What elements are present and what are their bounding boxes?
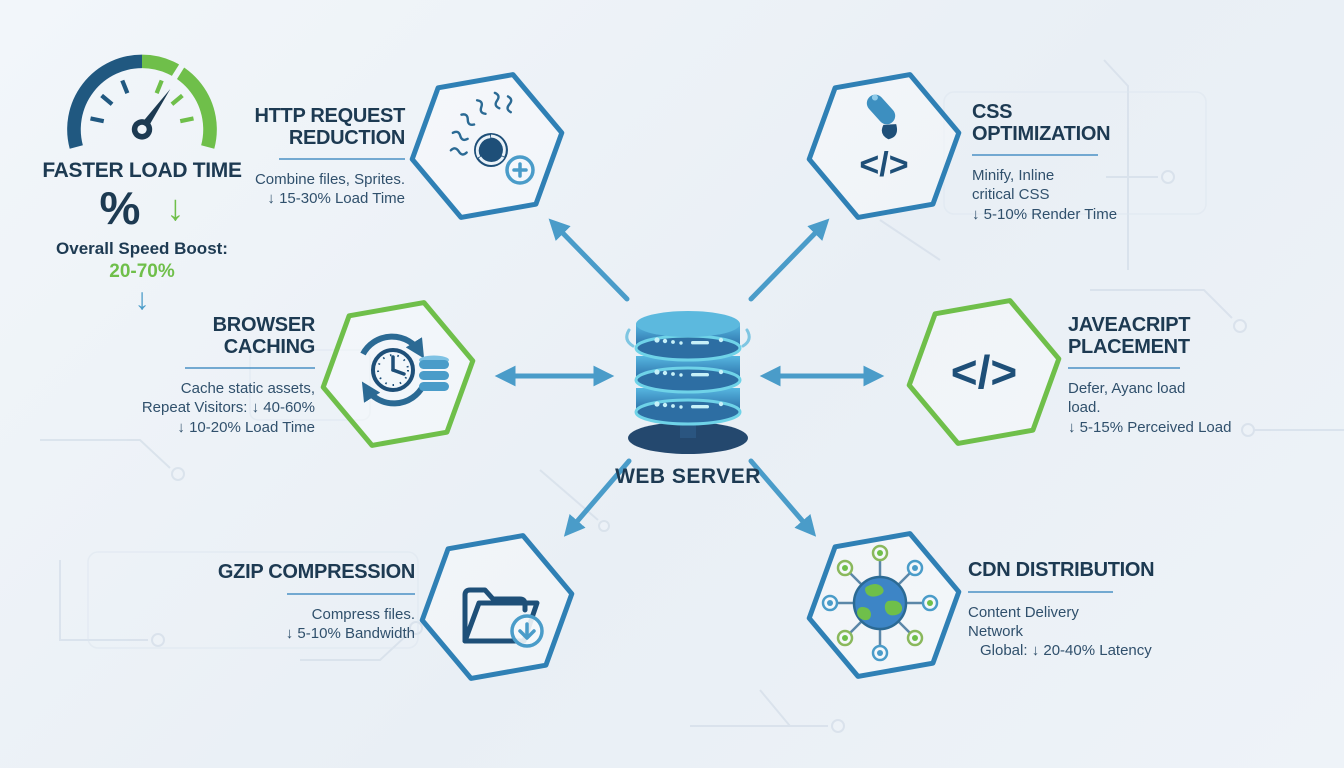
node-title: BROWSER (212, 314, 316, 336)
node-line: ↓ 15-30% Load Time (267, 190, 405, 208)
gzip-compression-hexagon (419, 533, 575, 681)
browser-caching-hexagon (320, 300, 476, 448)
http-request-reduction-text: HTTP REQUEST REDUCTION Combine files, Sp… (165, 105, 406, 209)
css-optimization-hexagon: </> (806, 72, 962, 220)
node-title: OPTIMIZATION (972, 122, 1111, 145)
node-line: Minify, Inline (972, 167, 1055, 185)
http-request-reduction-hexagon (409, 72, 565, 220)
node-line: load. (1068, 399, 1101, 417)
javascript-placement-text: JAVEACRIPT PLACEMENT Defer, Ayanc load l… (1068, 314, 1318, 437)
browser-caching-text: BROWSER CACHING Cache static assets, Rep… (75, 314, 316, 437)
node-line: Defer, Ayanc load (1068, 380, 1186, 398)
node-title: CACHING (223, 335, 316, 358)
node-line: Compress files. (311, 605, 415, 623)
cache-refresh-clock-icon (360, 333, 449, 407)
arrow-to-http (548, 218, 630, 302)
node-title: PLACEMENT (1068, 335, 1190, 358)
javascript-placement-hexagon: </> (906, 298, 1062, 446)
title-underline (185, 367, 315, 370)
arrow-to-css (748, 218, 830, 302)
title-underline (287, 592, 415, 595)
boost-label: Overall Speed Boost: (56, 239, 228, 258)
node-line: Cache static assets, (180, 380, 315, 398)
speedometer-icon (67, 54, 217, 149)
combine-requests-icon (449, 91, 535, 185)
gzip-compression-text: GZIP COMPRESSION Compress files. ↓ 5-10%… (175, 561, 415, 643)
title-underline (279, 158, 405, 161)
paintbrush-icon (866, 94, 898, 140)
global-network-icon (821, 544, 939, 662)
code-icon: </> (951, 346, 1018, 398)
node-line: Repeat Visitors: ↓ 40-60% (141, 399, 315, 417)
node-line: Content Delivery (968, 603, 1079, 621)
web-server-label: WEB SERVER (615, 465, 761, 488)
title-underline (1068, 367, 1180, 370)
node-line: ↓ 5-15% Perceived Load (1068, 418, 1232, 436)
code-icon: </> (859, 146, 908, 184)
node-line: critical CSS (972, 186, 1050, 204)
arrow-to-gzip (563, 458, 632, 537)
title-underline (968, 590, 1113, 593)
arrow-to-cdn (748, 458, 817, 537)
boost-value: 20-70% (109, 261, 175, 282)
node-line: ↓ 10-20% Load Time (177, 418, 315, 436)
percent-symbol: % (99, 182, 141, 234)
cdn-distribution-text: CDN DISTRIBUTION Content Delivery Networ… (968, 559, 1258, 660)
node-line: Network (968, 622, 1024, 640)
node-title: CSS (972, 101, 1013, 123)
title-underline (972, 154, 1098, 157)
speed-gauge-block: FASTER LOAD TIME % ↓ Overall Speed Boost… (42, 40, 242, 315)
web-server-icon (625, 311, 751, 454)
gauge-title: FASTER LOAD TIME (42, 159, 242, 182)
node-title: CDN DISTRIBUTION (968, 559, 1155, 581)
css-optimization-text: CSS OPTIMIZATION Minify, Inline critical… (972, 101, 1232, 224)
down-arrow-blue-icon: ↓ (134, 283, 150, 316)
node-line: ↓ 5-10% Bandwidth (285, 624, 415, 642)
database-icon (419, 355, 449, 391)
node-title: GZIP COMPRESSION (217, 561, 415, 583)
node-line: Combine files, Sprites. (254, 171, 405, 189)
node-line: ↓ 5-10% Render Time (972, 205, 1118, 223)
compressed-folder-icon (462, 587, 540, 644)
node-line: Global: ↓ 20-40% Latency (980, 641, 1152, 659)
node-title: HTTP REQUEST (254, 105, 406, 127)
down-arrow-green-icon: ↓ (166, 187, 185, 228)
node-title: JAVEACRIPT (1068, 314, 1191, 336)
cdn-distribution-hexagon (806, 531, 962, 679)
node-title: REDUCTION (288, 126, 405, 149)
